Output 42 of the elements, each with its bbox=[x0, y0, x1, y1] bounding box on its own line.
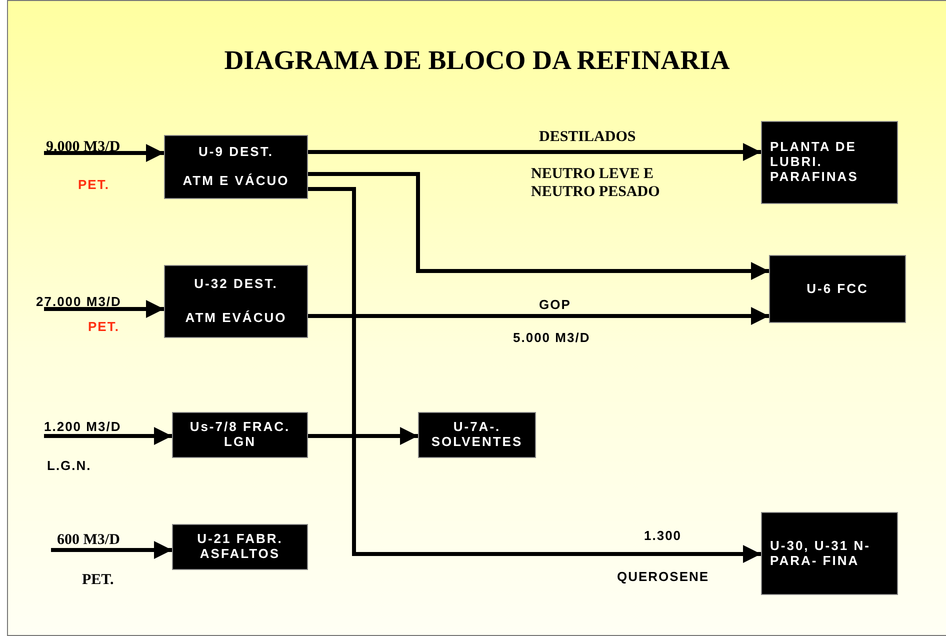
stream-label: PET. bbox=[78, 177, 110, 193]
flow-arrow bbox=[308, 427, 418, 445]
stream-label: NEUTRO LEVE E NEUTRO PESADO bbox=[531, 165, 661, 201]
process-box bbox=[164, 265, 308, 338]
stream-label: QUEROSENE bbox=[617, 569, 710, 585]
unit-name: U-9 DEST. bbox=[198, 145, 274, 160]
unit-name: PLANTA DE LUBRI. PARAFINAS bbox=[770, 140, 860, 185]
stream-label: L.G.N. bbox=[47, 458, 92, 474]
process-box bbox=[761, 121, 898, 204]
process-box bbox=[769, 255, 906, 323]
flow-label: 600 M3/D bbox=[57, 531, 120, 549]
unit-name: U-21 FABR. ASFALTOS bbox=[196, 532, 284, 562]
diagram-title: DIAGRAMA DE BLOCO DA REFINARIA bbox=[223, 45, 731, 76]
unit-name: U-6 FCC bbox=[806, 282, 868, 296]
flow-label: GOP bbox=[539, 297, 571, 313]
unit-name: ATM E VÁCUO bbox=[182, 174, 290, 189]
unit-name: U-30, U-31 N-PARA- FINA bbox=[770, 538, 872, 568]
flow-label: DESTILADOS bbox=[539, 128, 636, 146]
process-box bbox=[172, 412, 308, 458]
flow-arrow bbox=[308, 143, 761, 161]
unit-name: ATM EVÁCUO bbox=[185, 310, 287, 326]
flow-label: 9.000 M3/D bbox=[46, 138, 120, 156]
flow-label: 1.300 bbox=[644, 528, 682, 544]
unit-name: U-32 DEST. bbox=[194, 277, 278, 292]
unit-name: U-7A-. SOLVENTES bbox=[430, 420, 524, 450]
stream-label: PET. bbox=[88, 319, 120, 335]
flow-arrow bbox=[44, 300, 164, 318]
flow-arrow bbox=[51, 541, 172, 559]
stream-label: 5.000 M3/D bbox=[513, 330, 590, 346]
process-box bbox=[172, 524, 308, 570]
process-box bbox=[418, 412, 536, 458]
process-box bbox=[164, 135, 308, 199]
unit-name: Us-7/8 FRAC. LGN bbox=[188, 420, 292, 450]
flow-label: 27.000 M3/D bbox=[36, 294, 122, 310]
flow-arrow bbox=[308, 172, 769, 280]
flow-arrow bbox=[308, 307, 769, 325]
stream-label: PET. bbox=[82, 571, 114, 589]
flow-label: 1.200 M3/D bbox=[44, 419, 122, 435]
flow-arrow bbox=[44, 427, 172, 445]
process-box bbox=[761, 512, 898, 595]
flow-arrow bbox=[44, 144, 164, 162]
flow-arrow bbox=[308, 187, 761, 563]
